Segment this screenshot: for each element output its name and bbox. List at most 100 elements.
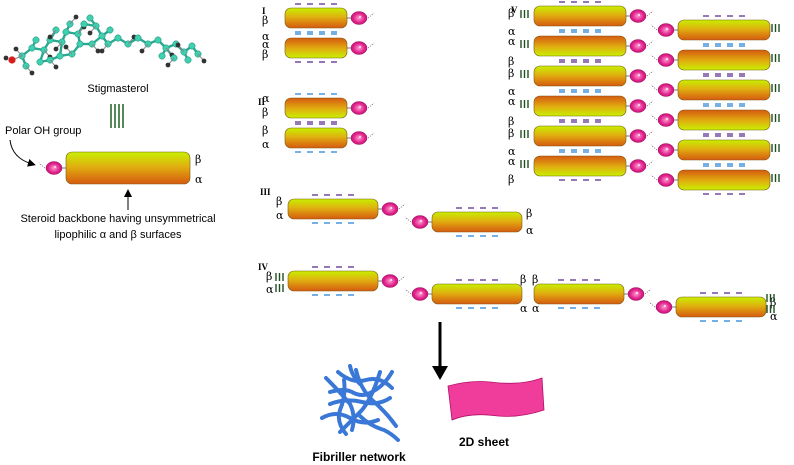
assemblies: [284, 1, 771, 322]
sheet-label: 2D sheet: [459, 435, 509, 449]
interaction-marks-icon: [275, 284, 284, 292]
polar-head: [629, 39, 647, 53]
polar-head: [657, 83, 675, 97]
fiber-strand: [336, 378, 348, 436]
steroid-rod: [533, 35, 627, 57]
steroid-rod: [284, 127, 348, 149]
polar-head: [657, 173, 675, 187]
panel-V-left-face-7: α: [508, 95, 516, 108]
panel-I-beta-1: β: [262, 14, 268, 27]
polar-head: [411, 215, 429, 229]
polar-head: [657, 23, 675, 37]
panel-V-left-face-5: β: [508, 67, 514, 80]
steroid-rod: [533, 283, 625, 305]
fiber-strand: [358, 414, 400, 442]
panel-IV-alpha-3: α: [532, 302, 540, 315]
panel-label-IV: IV: [258, 262, 269, 272]
polar-group-label: Polar OH group: [5, 125, 81, 137]
panel-I-unit-2: [284, 33, 375, 63]
panel-V-left-face-9: β: [508, 127, 514, 140]
panel-IV-unit-4: [648, 292, 767, 322]
polar-head: [629, 9, 647, 23]
panel-V-left-unit-2: [533, 31, 654, 61]
panel-V-left-unit-3: [533, 61, 654, 91]
panel-V-left-face-3: α: [508, 35, 516, 48]
panel-V-left-unit-1: [533, 1, 654, 31]
panel-IV-alpha-1: α: [266, 283, 274, 296]
steroid-rod: [677, 109, 771, 131]
panel-V-right-unit-5: [650, 135, 771, 165]
interaction-marks-icon: [771, 54, 780, 62]
interaction-marks-icon: [771, 144, 780, 152]
panel-V-left-unit-4: [533, 91, 654, 121]
panel-II-unit-2: [284, 123, 375, 153]
panel-label-III: III: [260, 187, 271, 197]
panel-IV-unit-3: [533, 279, 652, 309]
steroid-rod: [533, 65, 627, 87]
schematic-amphiphile: [38, 151, 191, 185]
steroid-rod: [677, 19, 771, 41]
panel-V-left-face-4: β: [508, 55, 514, 68]
steroid-rod: [284, 97, 348, 119]
panel-I-alpha-1: α: [262, 30, 270, 43]
polar-head: [657, 113, 675, 127]
panel-IV-alpha-4: α: [770, 310, 778, 323]
polar-head: [350, 11, 368, 25]
panel-V-right-unit-6: [650, 165, 771, 195]
steroid-rod: [284, 37, 348, 59]
panel-I-unit-1: [284, 3, 375, 33]
polar-head: [45, 161, 63, 175]
polar-head: [350, 41, 368, 55]
steroid-rod: [675, 296, 767, 318]
panel-V-right-unit-4: [650, 105, 771, 135]
steroid-rod: [431, 211, 523, 233]
panel-II-beta-1: β: [262, 106, 268, 119]
panel-IV-beta-2: β: [520, 273, 526, 286]
interaction-marks-icon: [520, 160, 529, 168]
panel-IV-beta-1: β: [266, 270, 272, 283]
steroid-rod: [287, 198, 379, 220]
panel-II-unit-1: [284, 93, 375, 123]
polar-head: [411, 287, 429, 301]
panel-I-beta-2: β: [262, 48, 268, 61]
polar-head: [655, 300, 673, 314]
panel-IV-unit-2: [404, 279, 523, 309]
fiber-strand: [338, 370, 382, 434]
sheet-icon: [447, 377, 545, 421]
interaction-marks-icon: [520, 130, 529, 138]
panel-V-right-unit-2: [650, 45, 771, 75]
polar-head: [627, 287, 645, 301]
panel-III-unit-1: [287, 194, 406, 224]
steroid-rod: [677, 169, 771, 191]
steroid-rod: [533, 125, 627, 147]
panel-V-left-face-12: β: [508, 173, 514, 186]
oxygen-atom-icon: [8, 56, 16, 64]
steroid-rod: [287, 270, 379, 292]
panel-V-right-unit-1: [650, 15, 771, 45]
steroid-rod: [65, 151, 191, 185]
panel-II-beta-2: β: [262, 124, 268, 137]
polar-head: [381, 202, 399, 216]
interaction-marks-icon: [275, 273, 284, 281]
panel-III-alpha-2: α: [526, 224, 534, 237]
polar-head: [381, 274, 399, 288]
fibrillar-network-icon: [320, 364, 400, 442]
backbone-label-line2: lipophilic α and β surfaces: [54, 229, 182, 241]
interaction-marks-icon: [771, 84, 780, 92]
panel-V-left-face-1: β: [508, 7, 514, 20]
stigmasterol-molecule-icon: [3, 14, 207, 76]
interaction-marks-icon: [771, 114, 780, 122]
panel-label-V: V: [511, 5, 518, 15]
panel-IV-beta-4: β: [770, 296, 776, 309]
steroid-rod: [431, 283, 523, 305]
steroid-rod: [533, 95, 627, 117]
panel-V-left-face-10: α: [508, 145, 516, 158]
fiber-strand: [324, 376, 356, 432]
panel-V-left-face-8: β: [508, 115, 514, 128]
panel-III-unit-2: [404, 207, 523, 237]
molecule-name: Stigmasterol: [87, 83, 148, 95]
fiber-strand: [348, 364, 362, 386]
